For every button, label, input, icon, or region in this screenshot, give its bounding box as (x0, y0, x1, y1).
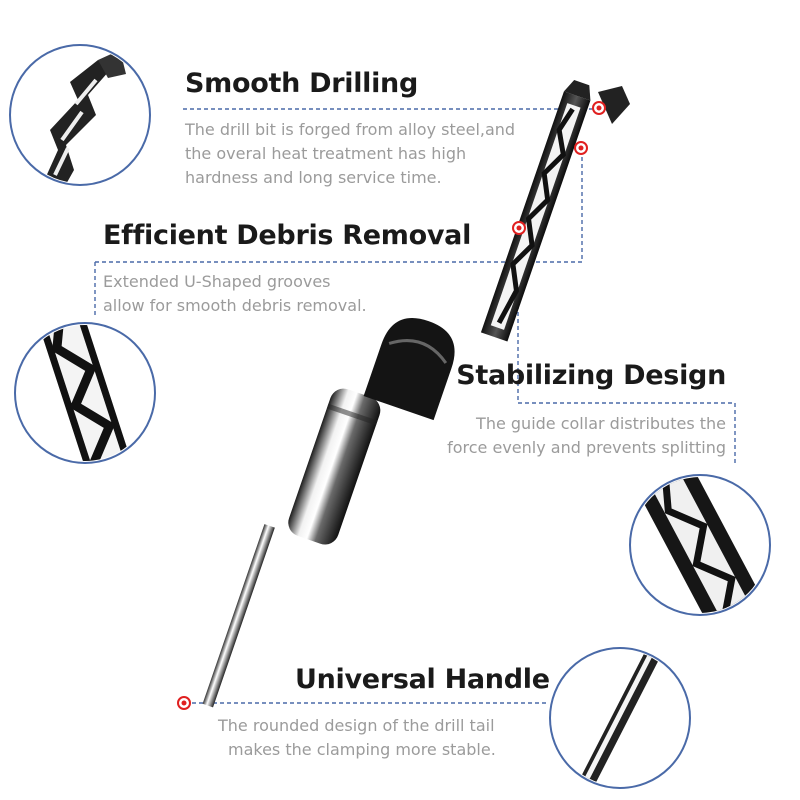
callout-line-stabilizing (517, 228, 736, 465)
detail-circle-collar (629, 455, 771, 637)
callout-line-debris-removal (94, 148, 583, 318)
desc-line: force evenly and prevents splitting (447, 438, 726, 457)
detail-circle-handle (549, 647, 691, 789)
markers (177, 101, 606, 710)
marker-collar (512, 221, 526, 235)
marker-tip (592, 101, 606, 115)
marker-tail (177, 696, 191, 710)
marker-flute (574, 141, 588, 155)
desc-line: The drill bit is forged from alloy steel… (185, 120, 516, 139)
desc-line: Extended U-Shaped grooves (103, 272, 331, 291)
desc-line: hardness and long service time. (185, 168, 442, 187)
desc-smooth-drilling: The drill bit is forged from alloy steel… (185, 118, 515, 190)
drill-bit (202, 80, 630, 708)
desc-line: The rounded design of the drill tail (218, 716, 495, 735)
heading-debris-removal: Efficient Debris Removal (103, 220, 472, 251)
desc-debris-removal: Extended U-Shaped grooves allow for smoo… (103, 270, 367, 318)
heading-stabilizing-design: Stabilizing Design (456, 360, 726, 391)
desc-line: makes the clamping more stable. (228, 740, 496, 759)
desc-line: The guide collar distributes the (476, 414, 726, 433)
heading-universal-handle: Universal Handle (295, 664, 550, 695)
callout-lines (94, 108, 736, 704)
desc-stabilizing-design: The guide collar distributes the force e… (447, 412, 726, 460)
heading-smooth-drilling: Smooth Drilling (185, 68, 419, 99)
desc-line: allow for smooth debris removal. (103, 296, 367, 315)
desc-universal-handle: The rounded design of the drill tail mak… (218, 714, 496, 762)
desc-line: the overal heat treatment has high (185, 144, 467, 163)
detail-circle-flute (14, 307, 156, 479)
detail-circle-tip (9, 44, 151, 186)
